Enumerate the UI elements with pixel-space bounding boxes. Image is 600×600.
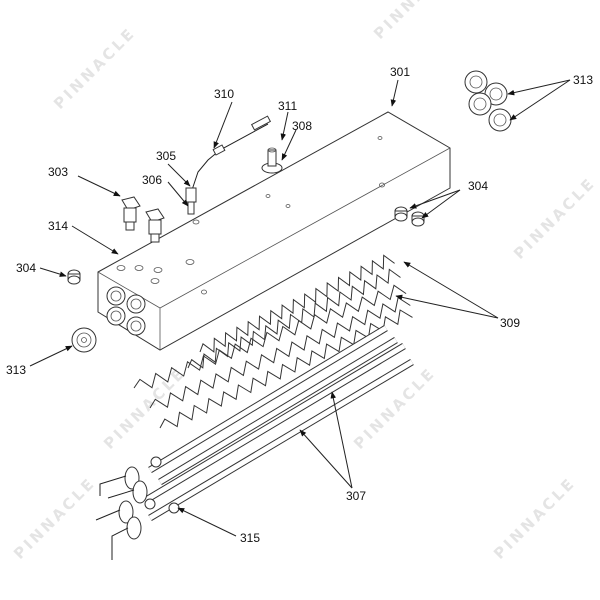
- callout-314: 314: [48, 219, 68, 233]
- plug-313-single: [71, 327, 97, 353]
- callout-313-left: 313: [6, 363, 26, 377]
- spring-coil: [149, 296, 411, 409]
- callout-306: 306: [142, 173, 162, 187]
- heater-block: [97, 111, 451, 351]
- plug-group-313: [464, 70, 512, 132]
- watermark-text: PINNACLE: [370, 0, 459, 43]
- callout-315: 315: [240, 531, 260, 545]
- callout-304-left: 304: [16, 261, 36, 275]
- callout-305: 305: [156, 149, 176, 163]
- heater-rods-307: [144, 325, 414, 522]
- callout-311: 311: [278, 99, 297, 113]
- callout-labels: 301 303 304 304 305 306 307 308 309 310 …: [6, 65, 593, 545]
- springs-309: [133, 254, 413, 429]
- spring-coil: [133, 284, 407, 389]
- watermark-text: PINNACLE: [10, 474, 99, 563]
- plug-304-right: [394, 206, 425, 227]
- callout-313-top: 313: [573, 73, 593, 87]
- fitting-303: [121, 196, 165, 243]
- callout-309: 309: [500, 316, 520, 330]
- callout-310: 310: [214, 87, 234, 101]
- plug-304-left: [67, 269, 81, 285]
- watermark-text: PINNACLE: [100, 364, 189, 453]
- leader-lines: [29, 79, 571, 537]
- spring-coil: [199, 254, 395, 353]
- watermark-text: PINNACLE: [350, 364, 439, 453]
- callout-304-right: 304: [468, 179, 488, 193]
- watermark-text: PINNACLE: [510, 174, 599, 263]
- callout-307: 307: [346, 489, 366, 503]
- sensor-308: [261, 147, 283, 174]
- spring-coil: [159, 309, 413, 429]
- callout-301: 301: [390, 65, 410, 79]
- thermocouple-310: [185, 115, 272, 215]
- spring-coil: [187, 268, 401, 369]
- callout-308: 308: [292, 119, 312, 133]
- watermark-text: PINNACLE: [50, 24, 139, 113]
- callout-303: 303: [48, 165, 68, 179]
- watermark-text: PINNACLE: [490, 474, 579, 563]
